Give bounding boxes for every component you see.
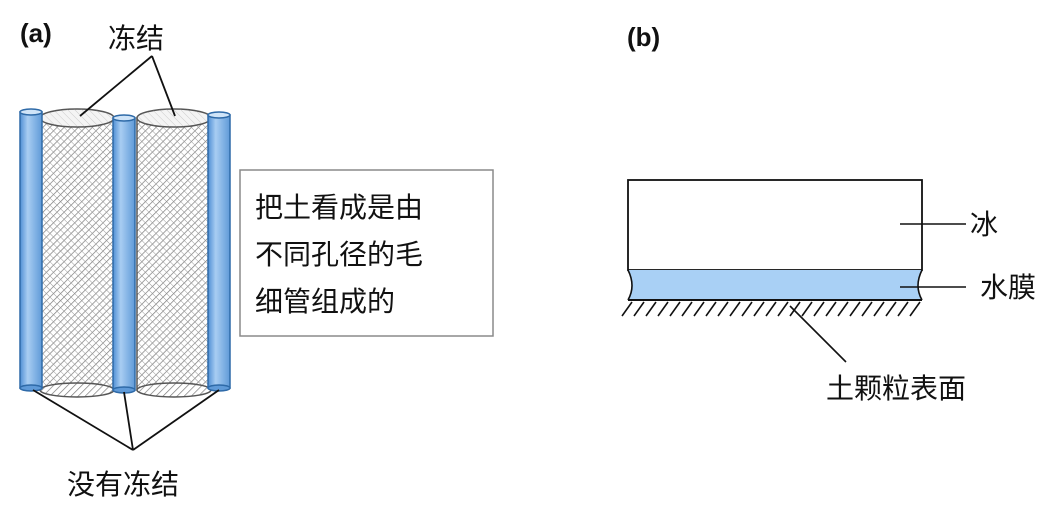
frozen-capillary-2 <box>136 108 212 398</box>
ice-block <box>627 179 923 271</box>
capillary-note-box: 把土看成是由 不同孔径的毛 细管组成的 <box>239 169 494 337</box>
water-film <box>627 269 923 301</box>
ice-label: 冰 <box>970 208 998 241</box>
frozen-capillary-1 <box>39 108 115 398</box>
panel-b-leader-lines <box>789 223 966 363</box>
unfrozen-label: 没有冻结 <box>67 468 179 501</box>
unfrozen-capillary-2 <box>112 114 136 394</box>
panel-a-label: (a) <box>20 18 52 48</box>
note-line-3: 细管组成的 <box>255 285 395 318</box>
panel-b-label: (b) <box>627 22 660 52</box>
unfrozen-leader-lines <box>32 389 220 451</box>
soil-surface-label: 土颗粒表面 <box>826 372 966 405</box>
frozen-label: 冻结 <box>108 22 164 55</box>
unfrozen-capillary-3 <box>207 111 231 392</box>
note-line-2: 不同孔径的毛 <box>255 238 423 271</box>
soil-particle-surface <box>621 299 922 317</box>
note-line-1: 把土看成是由 <box>255 191 423 224</box>
water-film-label: 水膜 <box>980 271 1036 304</box>
frozen-leader-lines <box>79 55 176 117</box>
unfrozen-capillary-1 <box>19 108 43 392</box>
